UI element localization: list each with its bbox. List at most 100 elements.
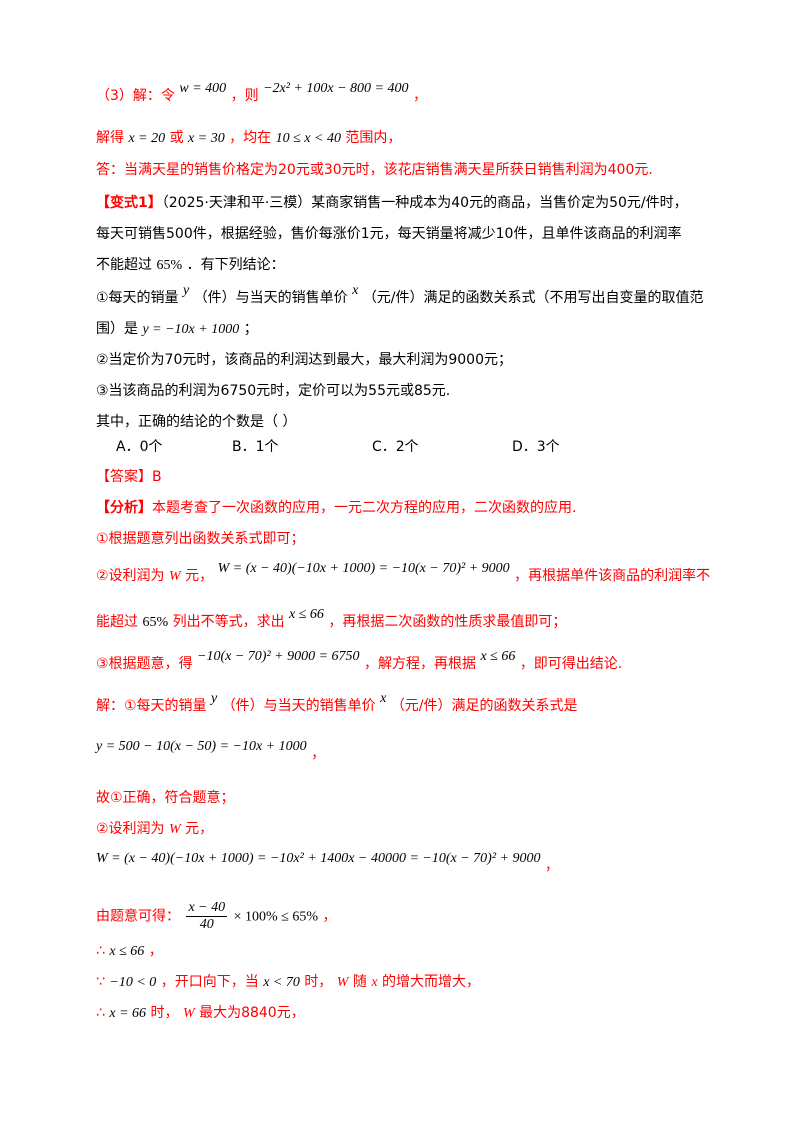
text: 时，: [304, 974, 333, 990]
problem-line: 不能超过 65% ．有下列结论：: [96, 255, 285, 276]
solution-part3-line: （3）解：令 w = 400 ，则 −2x² + 100x − 800 = 40…: [96, 81, 427, 107]
solution-1: 解：①每天的销量 y （件）与当天的销售单价 x （元/件）满足的函数关系式是: [96, 691, 578, 717]
text: （件）与当天的销售单价: [193, 290, 348, 306]
text: ②设利润为: [96, 821, 165, 837]
math: x: [380, 691, 387, 706]
variant-tag: 【变式1】: [96, 195, 162, 211]
analysis-tag: 【分析】: [96, 500, 152, 516]
solution-2-monotonic: ∵ −10 < 0 ，开口向下，当 x < 70 时， W 随 x 的增大而增大…: [96, 972, 480, 993]
solution-2-inequality: 由题意可得： x − 40 40 × 100% ≤ 65% ，: [96, 900, 336, 933]
text: ②设利润为: [96, 568, 165, 584]
problem-line: 每天可销售500件，根据经验，售价每涨价1元，每天销量将减少10件，且单件该商品…: [96, 226, 682, 242]
text: 元，: [185, 568, 214, 584]
math: W = (x − 40)(−10x + 1000) = −10(x − 70)²…: [217, 561, 510, 576]
question: 其中，正确的结论的个数是（ ）: [96, 414, 297, 430]
text: （件）与当天的销售单价: [221, 698, 376, 714]
analysis-header: 【分析】本题考查了一次函数的应用，一元二次方程的应用，二次函数的应用.: [96, 498, 576, 518]
text: （2025·天津和平·三模）某商家销售一种成本为40元的商品，当售价定为50元/…: [161, 195, 688, 211]
analysis-3: ③根据题意，得 −10(x − 70)² + 9000 = 6750 ，解方程，…: [96, 649, 623, 675]
text: 解得: [96, 130, 124, 146]
text: ，: [322, 908, 337, 925]
math: x: [352, 283, 359, 298]
math: y = −10x + 1000: [142, 322, 240, 337]
option-b: B．1个: [232, 439, 279, 455]
solve-line: 解得 x = 20 或 x = 30 ，均在 10 ≤ x < 40 范围内，: [96, 128, 401, 149]
text: 最大为8840元，: [199, 1005, 305, 1021]
text: 范围内，: [345, 130, 402, 146]
conclusion-1-cont: 围）是 y = −10x + 1000 ；: [96, 319, 258, 340]
text: ，: [148, 943, 163, 959]
math: x < 70: [263, 975, 300, 990]
math: W: [336, 975, 349, 990]
text: 围）是: [96, 321, 138, 337]
math: 65%: [156, 258, 183, 273]
option-a: A．0个: [116, 439, 163, 455]
text: ，: [311, 746, 326, 762]
solution-2-result: ∴ x ≤ 66 ，: [96, 941, 163, 962]
text: 或: [169, 130, 184, 146]
math: −2x² + 100x − 800 = 400: [263, 81, 409, 96]
math: W: [169, 569, 181, 584]
solution-2-equation: W = (x − 40)(−10x + 1000) = −10x² + 1400…: [96, 848, 559, 874]
solution-1-conclusion: 故①正确，符合题意；: [96, 790, 235, 806]
text: ③根据题意，得: [96, 656, 193, 672]
text: ，即可得出结论.: [519, 656, 623, 672]
analysis-2-cont: 能超过 65% 列出不等式，求出 x ≤ 66 ，再根据二次函数的性质求最值即可…: [96, 607, 567, 633]
text: 本题考查了一次函数的应用，一元二次方程的应用，二次函数的应用.: [152, 500, 577, 516]
math: y = 500 − 10(x − 50) = −10x + 1000: [96, 739, 307, 754]
text: 能超过: [96, 614, 138, 630]
text: ，开口向下，当: [160, 974, 259, 990]
numerator: x − 40: [186, 900, 228, 917]
text: ，均在: [229, 130, 272, 146]
text: ．有下列结论：: [186, 257, 285, 273]
text: ①每天的销量: [96, 290, 179, 306]
math: x = 20: [128, 131, 166, 146]
variant-header: 【变式1】（2025·天津和平·三模）某商家销售一种成本为40元的商品，当售价定…: [96, 193, 688, 213]
math: W = (x − 40)(−10x + 1000) = −10x² + 1400…: [96, 851, 541, 866]
solution-2-max: ∴ x = 66 时， W 最大为8840元，: [96, 1003, 305, 1024]
text: ∵: [96, 974, 105, 990]
text: ∴: [96, 943, 105, 959]
text: （元/件）满足的函数关系式是: [390, 698, 578, 714]
math: 65%: [142, 615, 169, 630]
text: ，再根据单件该商品的利润率不: [514, 568, 711, 584]
math: w = 400: [179, 81, 227, 96]
text: 列出不等式，求出: [172, 614, 285, 630]
text: ，则: [230, 88, 259, 104]
analysis-1: ①根据题意列出函数关系式即可；: [96, 531, 305, 547]
math: W: [182, 1006, 195, 1021]
text: 由题意可得：: [96, 908, 180, 925]
option-d: D．3个: [512, 439, 560, 455]
answer-label: 【答案】B: [96, 469, 162, 485]
math: x ≤ 66: [289, 607, 324, 622]
text: ；: [243, 321, 258, 337]
math: W: [169, 822, 181, 837]
text: ，再根据二次函数的性质求最值即可；: [328, 614, 567, 630]
text: （3）解：令: [96, 88, 175, 104]
math: y: [211, 691, 218, 706]
answer-statement: 答：当满天星的销售价格定为20元或30元时，该花店销售满天星所获日销售利润为40…: [96, 162, 653, 178]
conclusion-2: ②当定价为70元时，该商品的利润达到最大，最大利润为9000元；: [96, 352, 512, 368]
math: x = 66: [109, 1006, 147, 1021]
math: −10(x − 70)² + 9000 = 6750: [197, 649, 360, 664]
math: × 100% ≤ 65%: [233, 909, 318, 925]
text: 解：①每天的销量: [96, 698, 207, 714]
text: 的增大而增大，: [382, 974, 481, 990]
text: ，解方程，再根据: [364, 656, 476, 672]
conclusion-3: ③当该商品的利润为6750元时，定价可以为55元或85元.: [96, 383, 451, 399]
math: x = 30: [188, 131, 225, 146]
text: ，: [412, 88, 427, 104]
solution-2: ②设利润为 W 元，: [96, 819, 213, 840]
math: x ≤ 66: [109, 944, 145, 959]
math: −10 < 0: [109, 975, 157, 990]
math: 10 ≤ x < 40: [275, 131, 341, 146]
fraction: x − 40 40: [186, 900, 228, 933]
text: 随: [352, 974, 367, 990]
solution-1-equation: y = 500 − 10(x − 50) = −10x + 1000 ，: [96, 736, 325, 762]
text: （元/件）满足的函数关系式（不用写出自变量的取值范: [362, 290, 704, 306]
analysis-2: ②设利润为 W 元， W = (x − 40)(−10x + 1000) = −…: [96, 561, 711, 587]
option-c: C．2个: [372, 439, 419, 455]
text: ，: [544, 858, 559, 874]
conclusion-1: ①每天的销量 y （件）与当天的销售单价 x （元/件）满足的函数关系式（不用写…: [96, 283, 704, 309]
math: x ≤ 66: [480, 649, 516, 664]
